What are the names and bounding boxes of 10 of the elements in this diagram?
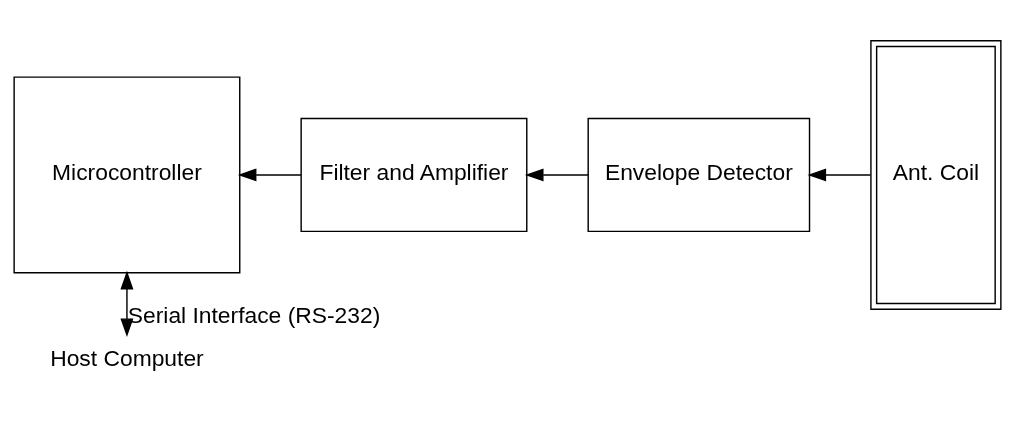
- node-box: Filter and Amplifier: [300, 117, 528, 232]
- arrow: [807, 167, 872, 181]
- arrow: [524, 167, 589, 181]
- node-text: Host Computer: [50, 344, 204, 371]
- node-box: Envelope Detector: [587, 117, 811, 232]
- arrow: [120, 270, 134, 337]
- edge-label: Serial Interface (RS-232): [127, 301, 381, 328]
- arrow: [237, 167, 302, 181]
- node-box: Ant. Coil: [870, 39, 1002, 310]
- node-box: Microcontroller: [13, 75, 241, 273]
